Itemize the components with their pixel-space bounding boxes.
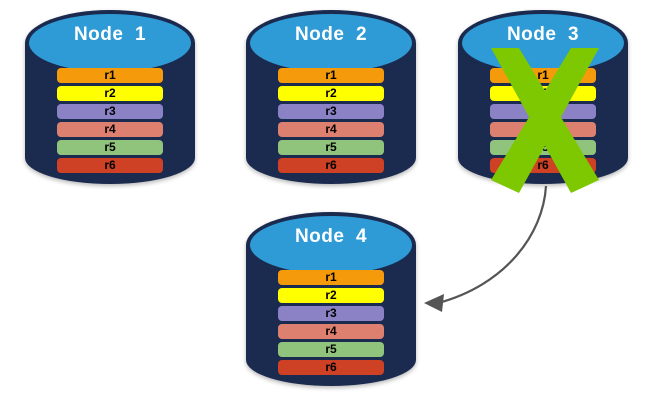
node-3-row-r2: r2 (490, 86, 596, 101)
replication-arrow-head (424, 294, 444, 312)
node-4-row-r1: r1 (278, 270, 384, 285)
node-4-row-r6: r6 (278, 360, 384, 375)
node-3-row-r1: r1 (490, 68, 596, 83)
node-2-row-r4: r4 (278, 122, 384, 137)
node-4-row-r4: r4 (278, 324, 384, 339)
node-2-cylinder-top (248, 12, 414, 74)
node-3-row-r4: r4 (490, 122, 596, 137)
replication-arrow-path (437, 185, 548, 305)
node-1-row-r3: r3 (57, 104, 163, 119)
node-2-row-r6: r6 (278, 158, 384, 173)
node-4-row-r2: r2 (278, 288, 384, 303)
node-1-row-r6: r6 (57, 158, 163, 173)
node-2-row-r5: r5 (278, 140, 384, 155)
node-2-row-r3: r3 (278, 104, 384, 119)
node-3-row-r6: r6 (490, 158, 596, 173)
node-4-row-list: r1 r2 r3 r4 r5 r6 (278, 270, 384, 375)
node-3[interactable]: Node 3 r1 r2 r3 r4 r5 r6 (458, 10, 628, 193)
node-2-row-r1: r1 (278, 68, 384, 83)
node-1-row-r1: r1 (57, 68, 163, 83)
node-1-row-r5: r5 (57, 140, 163, 155)
node-4[interactable]: Node 4 r1 r2 r3 r4 r5 r6 (246, 212, 416, 386)
node-1-cylinder-top (27, 12, 193, 74)
node-3-label: Node 3 (506, 24, 580, 45)
node-1-row-r4: r4 (57, 122, 163, 137)
node-4-row-r5: r5 (278, 342, 384, 357)
node-4-label: Node 4 (294, 226, 368, 247)
node-2[interactable]: Node 2 r1 r2 r3 r4 r5 r6 (246, 10, 416, 184)
node-4-row-r3: r3 (278, 306, 384, 321)
node-2-label: Node 2 (294, 24, 368, 45)
node-2-row-list: r1 r2 r3 r4 r5 r6 (278, 68, 384, 173)
node-3-row-r3: r3 (490, 104, 596, 119)
node-3-row-list: r1 r2 r3 r4 r5 r6 (490, 68, 596, 173)
node-1[interactable]: Node 1 r1 r2 r3 r4 r5 r6 (25, 10, 195, 184)
node-3-row-r5: r5 (490, 140, 596, 155)
node-4-cylinder-top (248, 214, 414, 276)
node-1-row-list: r1 r2 r3 r4 r5 r6 (57, 68, 163, 173)
node-1-label: Node 1 (73, 24, 147, 45)
node-2-row-r2: r2 (278, 86, 384, 101)
node-1-row-r2: r2 (57, 86, 163, 101)
